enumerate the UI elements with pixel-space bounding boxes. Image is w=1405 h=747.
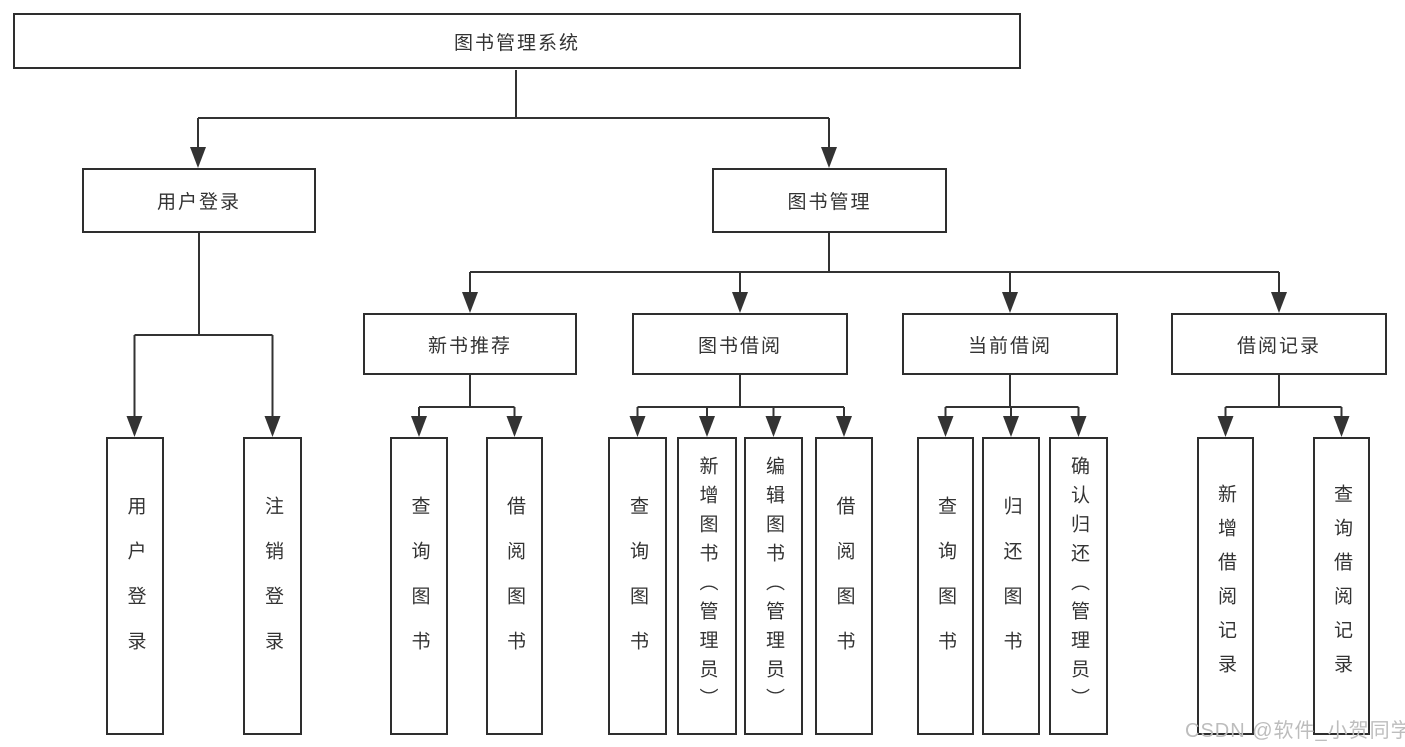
node-current-borrow: 当前借阅 bbox=[902, 313, 1118, 375]
node-label: 借阅图书 bbox=[833, 496, 855, 676]
node-label: 注销登录 bbox=[262, 496, 283, 676]
node-label: 图书管理系统 bbox=[453, 32, 580, 54]
node-label: 查询图书 bbox=[408, 496, 430, 676]
node-label: 查询图书 bbox=[935, 496, 956, 676]
node-label: 借阅图书 bbox=[504, 496, 525, 676]
node-return-books: 归还图书 bbox=[982, 437, 1040, 735]
arrowheads bbox=[126, 147, 1350, 437]
node-book-management: 图书管理 bbox=[712, 168, 947, 233]
node-book-borrow: 图书借阅 bbox=[632, 313, 848, 375]
node-label: 新增图书（管理员） bbox=[696, 455, 718, 717]
node-label: 当前借阅 bbox=[967, 335, 1052, 357]
node-label: 用户登录 bbox=[124, 496, 146, 676]
node-label: 新书推荐 bbox=[427, 335, 512, 357]
node-borrow-records: 借阅记录 bbox=[1171, 313, 1387, 375]
node-label: 图书借阅 bbox=[697, 335, 782, 357]
node-add-book-admin: 新增图书（管理员） bbox=[677, 437, 737, 735]
node-label: 用户登录 bbox=[156, 192, 241, 213]
node-label: 查询借阅记录 bbox=[1331, 484, 1352, 688]
node-label: 新增借阅记录 bbox=[1215, 484, 1236, 688]
node-library-system: 图书管理系统 bbox=[13, 13, 1021, 69]
node-borrow-books: 借阅图书 bbox=[815, 437, 873, 735]
node-label: 借阅记录 bbox=[1236, 335, 1321, 357]
node-label: 确认归还（管理员） bbox=[1068, 455, 1089, 717]
node-confirm-return-admin: 确认归还（管理员） bbox=[1049, 437, 1108, 735]
node-user-login: 用户登录 bbox=[82, 168, 316, 233]
node-query-books-borrow: 查询图书 bbox=[608, 437, 667, 735]
node-label: 图书管理 bbox=[787, 192, 872, 213]
node-label: 归还图书 bbox=[1000, 496, 1022, 676]
node-logout: 注销登录 bbox=[243, 437, 302, 735]
node-user-login-action: 用户登录 bbox=[106, 437, 164, 735]
node-new-book-recommend: 新书推荐 bbox=[363, 313, 577, 375]
node-query-books-current: 查询图书 bbox=[917, 437, 974, 735]
node-add-borrow-record: 新增借阅记录 bbox=[1197, 437, 1254, 735]
csdn-watermark: CSDN @软件_小贺同学 bbox=[1185, 720, 1405, 742]
node-label: 编辑图书（管理员） bbox=[763, 455, 784, 717]
node-label: 查询图书 bbox=[627, 496, 648, 676]
node-query-books-recommend: 查询图书 bbox=[390, 437, 448, 735]
node-borrow-books-recommend: 借阅图书 bbox=[486, 437, 543, 735]
node-query-borrow-record: 查询借阅记录 bbox=[1313, 437, 1370, 735]
node-edit-book-admin: 编辑图书（管理员） bbox=[744, 437, 803, 735]
